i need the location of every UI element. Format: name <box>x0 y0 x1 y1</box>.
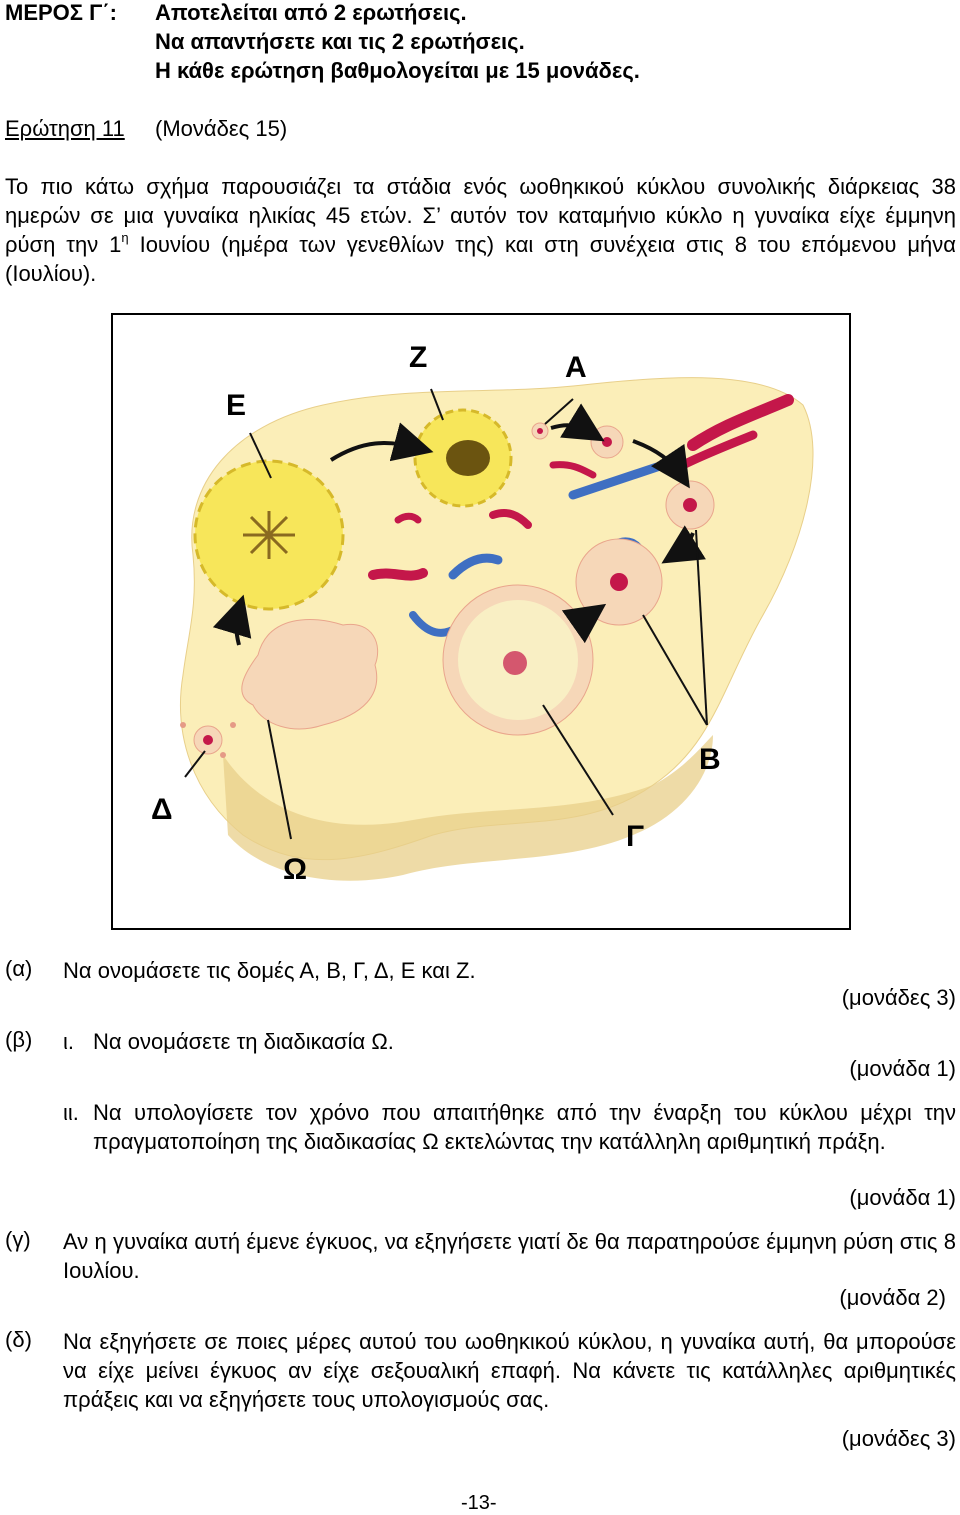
leader-B-2 <box>642 614 708 726</box>
follicle-B-1 <box>665 480 715 530</box>
subq-b-ii-marks: (μονάδα 1) <box>849 1185 956 1210</box>
leader-E <box>249 432 272 479</box>
question-intro: Το πιο κάτω σχήμα παρουσιάζει τα στάδια … <box>5 174 957 286</box>
vessel-red <box>687 394 794 451</box>
leader-Omega <box>267 719 292 840</box>
subq-c-marks: (μονάδα 2) <box>839 1285 946 1310</box>
header-line-1: Αποτελείται από 2 ερωτήσεις. <box>155 0 467 25</box>
cycle-arrow <box>212 594 252 646</box>
leader-B-1 <box>695 529 708 726</box>
vessel-red <box>489 509 532 529</box>
ovary-base <box>223 735 713 881</box>
follicle-B-2 <box>575 538 663 626</box>
label-Omega: Ω <box>283 853 308 886</box>
subq-b-i-number: ι. <box>63 1029 74 1054</box>
leader-A <box>544 398 574 425</box>
part-label: ΜΕΡΟΣ Γ΄: <box>5 0 117 25</box>
ruptured-follicle-Omega <box>241 619 379 730</box>
leader-Delta <box>184 750 206 778</box>
oocyte-Delta <box>180 722 236 758</box>
subq-a-number: (α) <box>5 956 33 981</box>
subq-b-ii-number: ιι. <box>63 1100 79 1125</box>
question-number: Ερώτηση 11 <box>5 116 125 141</box>
label-Gamma: Γ <box>626 820 645 853</box>
page-number: -13- <box>461 1492 497 1514</box>
follicle-A <box>531 422 549 440</box>
subq-a-text: Να ονομάσετε τις δομές Α, Β, Γ, Δ, Ε και… <box>63 958 476 983</box>
subq-b-i-marks: (μονάδα 1) <box>849 1056 956 1081</box>
cycle-arrow <box>550 403 605 442</box>
label-E: Ε <box>226 389 247 422</box>
mature-follicle-Gamma <box>442 584 594 736</box>
label-A: Α <box>565 351 587 384</box>
question-title: Ερώτηση 11 (Μονάδες 15) <box>5 116 287 142</box>
vessel-red <box>394 512 422 524</box>
subq-b-ii-text: Να υπολογίσετε τον χρόνο που απαιτήθηκε … <box>93 1100 956 1154</box>
ovarian-cycle-figure: Ε Ζ Α Β Δ Γ Ω <box>111 313 851 930</box>
subq-d-number: (δ) <box>5 1327 32 1352</box>
subq-d-marks: (μονάδες 3) <box>841 1426 956 1451</box>
subq-b-number: (β) <box>5 1027 33 1052</box>
subq-c-text: Αν η γυναίκα αυτή έμενε έγκυος, να εξηγή… <box>63 1229 956 1283</box>
corpus-luteum-E <box>193 459 345 611</box>
label-Delta: Δ <box>151 793 173 826</box>
cycle-arrow <box>661 525 706 564</box>
structure-Z <box>413 408 513 508</box>
subq-a-marks: (μονάδες 3) <box>841 985 956 1010</box>
cycle-arrow <box>632 439 690 489</box>
header-line-2: Να απαντήσετε και τις 2 ερωτήσεις. <box>155 29 525 54</box>
label-Z: Ζ <box>409 341 428 374</box>
question-marks: (Μονάδες 15) <box>155 116 288 141</box>
subq-d-text: Να εξηγήσετε σε ποιες μέρες αυτού του ωο… <box>63 1329 956 1412</box>
cycle-arrow <box>561 603 607 644</box>
subq-c-number: (γ) <box>5 1227 31 1252</box>
follicle-small <box>590 425 624 459</box>
vessel-blue <box>448 553 503 580</box>
cycle-arrow <box>329 422 434 462</box>
label-B: Β <box>699 743 721 776</box>
vessel-red <box>368 568 428 581</box>
subq-b-i-text: Να ονομάσετε τη διαδικασία Ω. <box>93 1029 394 1054</box>
ovary-illustration <box>180 377 814 881</box>
leader-Gamma <box>542 704 614 816</box>
vessel-red <box>549 461 597 479</box>
header-line-3: Η κάθε ερώτηση βαθμολογείται με 15 μονάδ… <box>155 58 640 83</box>
leader-Z <box>430 388 444 421</box>
